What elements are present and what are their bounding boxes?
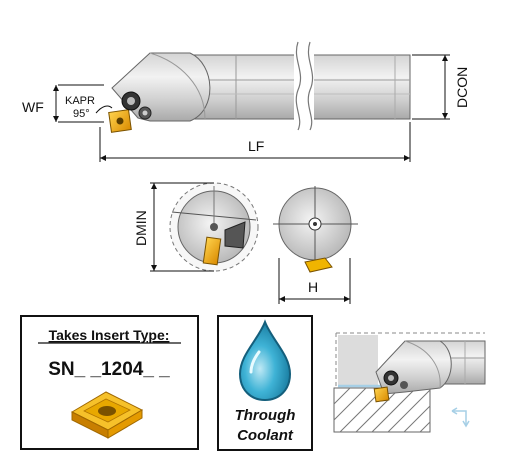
min-bore-insert — [202, 236, 222, 266]
wf-label: WF — [22, 99, 44, 115]
h-label: H — [308, 279, 318, 295]
square-insert-icon — [70, 391, 144, 439]
application-view — [333, 332, 486, 433]
insert-code: SN_ _1204_ _ — [48, 359, 170, 380]
feed-direction-icon — [451, 407, 470, 428]
insert-type-title: Takes Insert Type: — [49, 327, 170, 343]
application-insert — [373, 386, 390, 403]
end-view-insert — [304, 257, 333, 273]
side-view: WF KAPR 95° LF DCON — [22, 41, 470, 162]
water-drop-icon — [238, 319, 292, 402]
lf-label: LF — [248, 138, 264, 154]
kapr-value: 95° — [73, 108, 90, 120]
end-view: H — [273, 186, 358, 304]
insert-type-panel: Takes Insert Type: SN_ _1204_ _ — [20, 315, 199, 450]
through-coolant-panel: Through Coolant — [217, 315, 313, 451]
dcon-label: DCON — [454, 67, 470, 108]
break-line-right — [307, 41, 314, 131]
min-bore-view: DMIN — [133, 182, 259, 272]
kapr-label: KAPR — [65, 95, 95, 107]
coolant-line-2: Coolant — [237, 427, 294, 444]
coolant-line-1: Through — [235, 407, 296, 424]
dmin-label: DMIN — [133, 210, 149, 246]
break-line-left — [295, 41, 302, 131]
